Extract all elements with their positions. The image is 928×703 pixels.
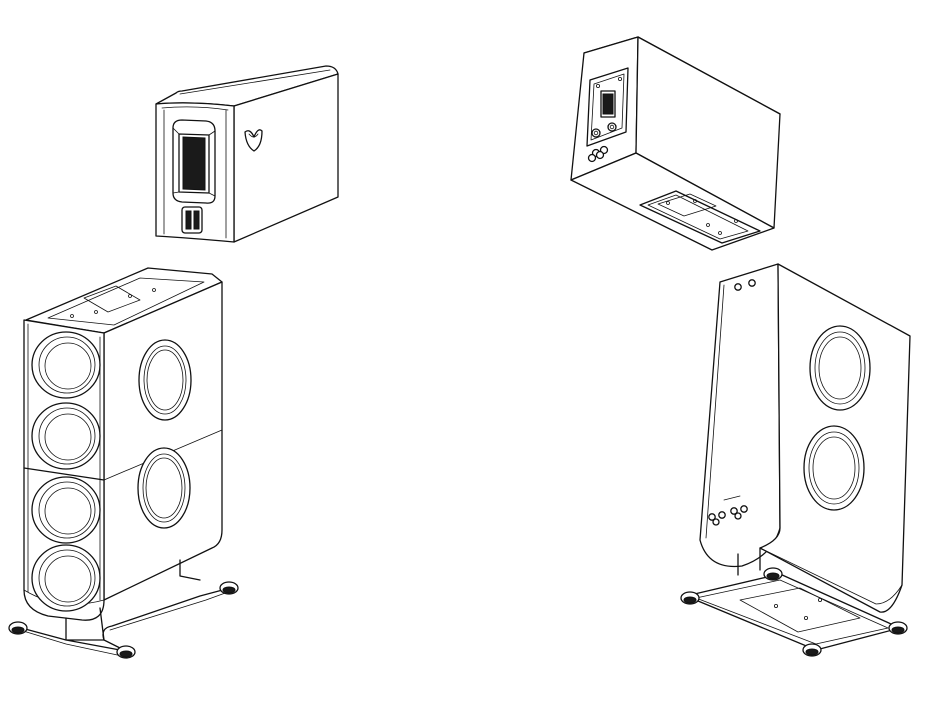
tower-front-baffle	[23, 319, 105, 621]
tower-rear-back	[699, 263, 781, 568]
foot-front-center	[116, 645, 136, 659]
front-woofer-2	[31, 402, 101, 470]
bottom-mount-plate	[639, 190, 761, 244]
brand-emblem-icon	[244, 129, 263, 152]
foot-front-right	[219, 581, 239, 595]
tower-front-side	[103, 281, 223, 601]
tower-rear-stand	[737, 547, 761, 576]
foot-rear-front	[802, 643, 822, 657]
tower-front-base-frame	[13, 587, 231, 653]
side-woofer-lower	[137, 447, 191, 529]
front-woofer-1	[31, 331, 101, 399]
tweeter-slot	[182, 136, 206, 191]
side-woofer-upper	[138, 339, 192, 421]
tweeter-module-rear-bottom	[570, 152, 775, 251]
tweeter-module-front	[155, 65, 339, 243]
foot-rear-top	[763, 567, 783, 581]
woofer-tower-rear	[680, 263, 911, 657]
foot-rear-left	[680, 591, 700, 605]
foot-front-left	[8, 621, 28, 635]
tower-rear-top-posts	[734, 279, 756, 291]
rear-side-woofer-upper	[809, 325, 871, 411]
rear-side-woofer-lower	[803, 425, 865, 511]
woofer-tower-front	[8, 267, 239, 659]
foot-rear-right	[888, 621, 908, 635]
tweeter-module-rear	[570, 36, 781, 251]
rear-binding-posts	[587, 145, 609, 163]
rear-terminal-plate	[586, 67, 629, 147]
front-woofer-3	[31, 476, 101, 544]
front-woofer-4	[31, 544, 101, 612]
tower-rear-terminals	[708, 495, 748, 526]
